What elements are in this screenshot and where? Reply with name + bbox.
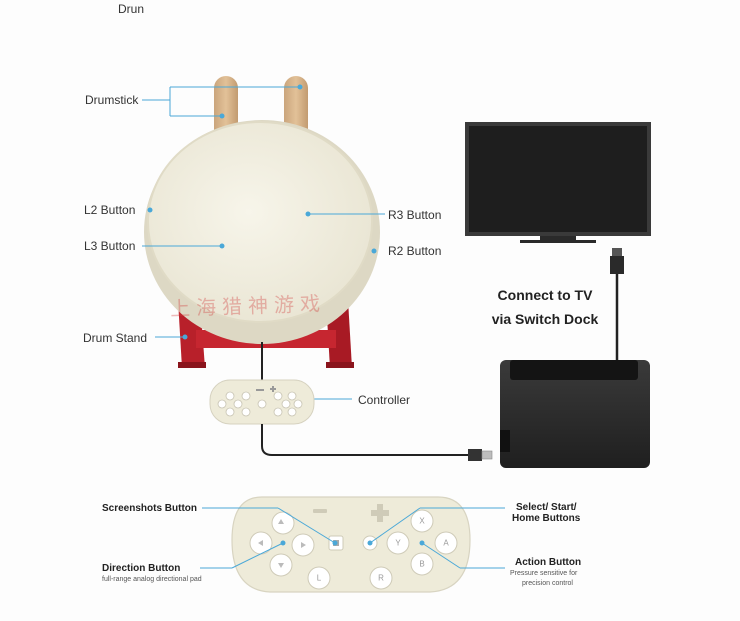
label-controller: Controller xyxy=(358,393,410,407)
usb-plug xyxy=(468,449,482,461)
label-drumstick: Drumstick xyxy=(85,93,138,107)
callout-direction: Direction Button xyxy=(102,563,180,574)
label-via-dock: via Switch Dock xyxy=(470,311,620,327)
callout-action-sub-2: precision control xyxy=(522,580,573,587)
label-connect-tv: Connect to TV xyxy=(470,287,620,303)
hdmi-cable xyxy=(610,248,624,362)
button-x-label: X xyxy=(419,517,425,526)
button-a-label: A xyxy=(443,539,449,548)
label-l3-button: L3 Button xyxy=(84,239,135,253)
button-y-label: Y xyxy=(395,539,401,548)
button-r-label: R xyxy=(378,574,384,583)
tv-screen xyxy=(469,126,647,232)
callout-action-sub-1: Pressure sensitive for xyxy=(510,570,577,577)
callout-direction-sub: full-range analog directional pad xyxy=(102,576,202,583)
tv xyxy=(465,122,651,243)
label-r2-button: R2 Button xyxy=(388,244,441,258)
button-b-label: B xyxy=(419,560,424,569)
label-drum-stand: Drum Stand xyxy=(83,331,147,345)
callout-action: Action Button xyxy=(515,557,581,568)
switch-dock xyxy=(500,360,650,468)
callout-screenshots: Screenshots Button xyxy=(102,503,197,514)
callout-select-start-1: Select/ Start/ xyxy=(516,502,577,513)
small-controller xyxy=(210,380,314,424)
callout-select-start-2: Home Buttons xyxy=(512,513,580,524)
label-r3-button: R3 Button xyxy=(388,208,441,222)
label-l2-button: L2 Button xyxy=(84,203,135,217)
usb-cable xyxy=(262,424,470,455)
button-l-label: L xyxy=(317,574,322,583)
header-fragment: Drun xyxy=(118,2,144,16)
watermark: 上海猎神游戏 xyxy=(170,287,327,321)
large-controller: X Y A B L R xyxy=(232,497,470,592)
